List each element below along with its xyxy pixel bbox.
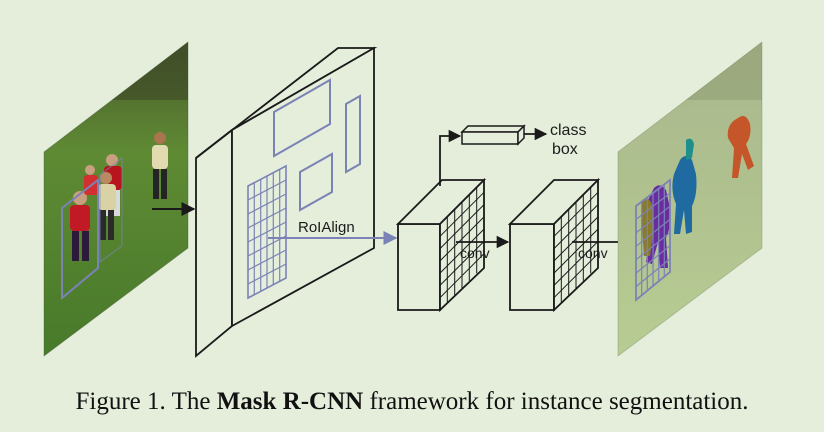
head-feature-box-2 xyxy=(507,177,601,313)
head-feature-box-1 xyxy=(395,177,487,313)
roialign-label: RoIAlign xyxy=(298,219,355,236)
mask-teal xyxy=(686,138,694,160)
arrow-to-class-box xyxy=(439,129,462,186)
roi-region-2 xyxy=(345,94,361,174)
input-image xyxy=(43,41,189,357)
player-yellow-mid xyxy=(98,172,116,240)
box-label: box xyxy=(552,141,578,158)
mask-blue xyxy=(672,156,697,234)
output-roi-grid xyxy=(635,178,671,302)
conv-label-1: conv xyxy=(460,245,490,261)
mask-orange xyxy=(727,116,754,178)
roi-box-2 xyxy=(99,156,123,264)
player-red-left xyxy=(70,191,90,261)
class-label: class xyxy=(550,122,586,139)
roi-grid xyxy=(247,164,287,300)
caption-suffix: framework for instance segmentation. xyxy=(363,388,749,415)
backbone-feature-map xyxy=(195,46,378,358)
fc-vector xyxy=(460,124,526,146)
conv-label-2: conv xyxy=(578,245,608,261)
caption-prefix: Figure 1. The xyxy=(75,388,217,415)
output-image xyxy=(617,41,763,357)
caption-bold: Mask R-CNN xyxy=(216,388,364,415)
player-yellow-right xyxy=(152,132,168,199)
roi-region-1 xyxy=(273,78,331,158)
roi-region-3 xyxy=(299,152,333,212)
figure-caption: Figure 1. The Mask R-CNN framework for i… xyxy=(0,388,824,416)
roi-box-1 xyxy=(61,177,99,301)
